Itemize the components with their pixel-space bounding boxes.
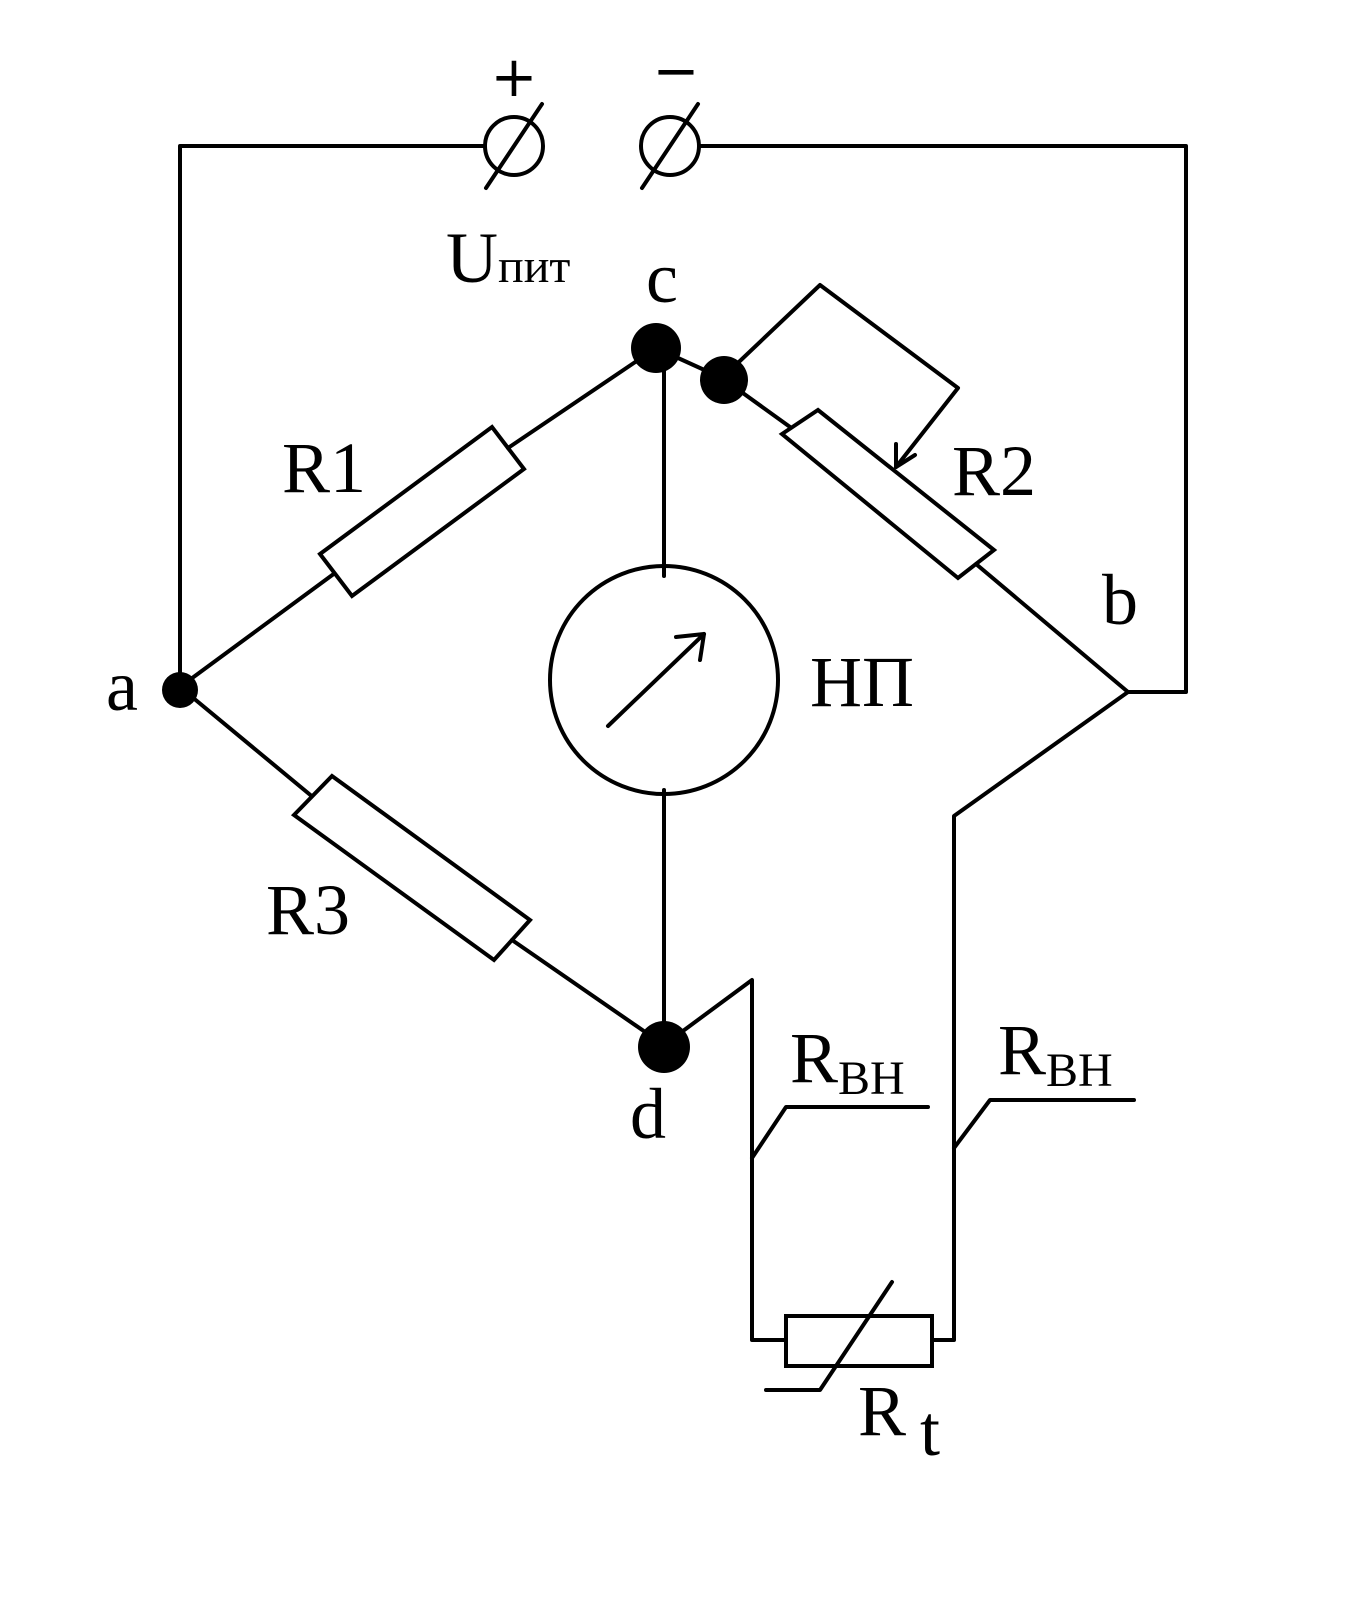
node-d-label: d	[630, 1074, 666, 1154]
r2-wiper-arrowhead	[894, 442, 917, 469]
null-indicator	[548, 564, 780, 796]
node-d-dot	[638, 1021, 690, 1073]
supply-voltage-label: Uпит	[446, 218, 570, 298]
thermistor-nonlinear-mark	[764, 1280, 894, 1392]
resistor-r3	[290, 773, 533, 963]
r3-label: R3	[266, 870, 350, 950]
r1-label: R1	[282, 428, 366, 508]
rvn-left-leader	[750, 1105, 930, 1160]
minus-sign: −	[653, 39, 700, 104]
meter-needle	[606, 632, 706, 728]
supply-wire-left	[178, 144, 486, 689]
node-a-label: a	[106, 646, 138, 726]
node-a-dot	[162, 672, 198, 708]
rvn-left-label: RВН	[790, 1018, 905, 1105]
node-c-label: c	[646, 238, 678, 318]
r2-wiper	[720, 283, 960, 469]
meter-label: НП	[810, 642, 914, 722]
r3-lead-d	[510, 938, 666, 1047]
rvn-right-leader	[952, 1098, 1136, 1150]
supply-terminal-plus	[483, 102, 545, 190]
supply-terminal-minus	[639, 102, 701, 190]
r2-lead-b	[974, 562, 1130, 694]
thermistor-rt	[784, 1314, 934, 1368]
resistor-r2	[778, 407, 998, 581]
line-wire-left	[662, 978, 788, 1342]
resistor-r1	[317, 424, 527, 599]
r2-label: R2	[952, 431, 1036, 511]
meter-arrowhead-icon	[674, 632, 706, 662]
line-wire-right	[930, 690, 1130, 1342]
r1-lead-c	[506, 346, 658, 450]
r3-lead-a	[178, 685, 316, 800]
node-r2-terminal-dot	[700, 356, 748, 404]
node-b-label: b	[1102, 560, 1138, 640]
rvn-right-label: RВН	[998, 1010, 1113, 1097]
node-c-dot	[631, 323, 681, 373]
r1-lead-a	[178, 571, 337, 689]
plus-sign: +	[491, 45, 538, 110]
supply-wire-right	[698, 144, 1188, 694]
